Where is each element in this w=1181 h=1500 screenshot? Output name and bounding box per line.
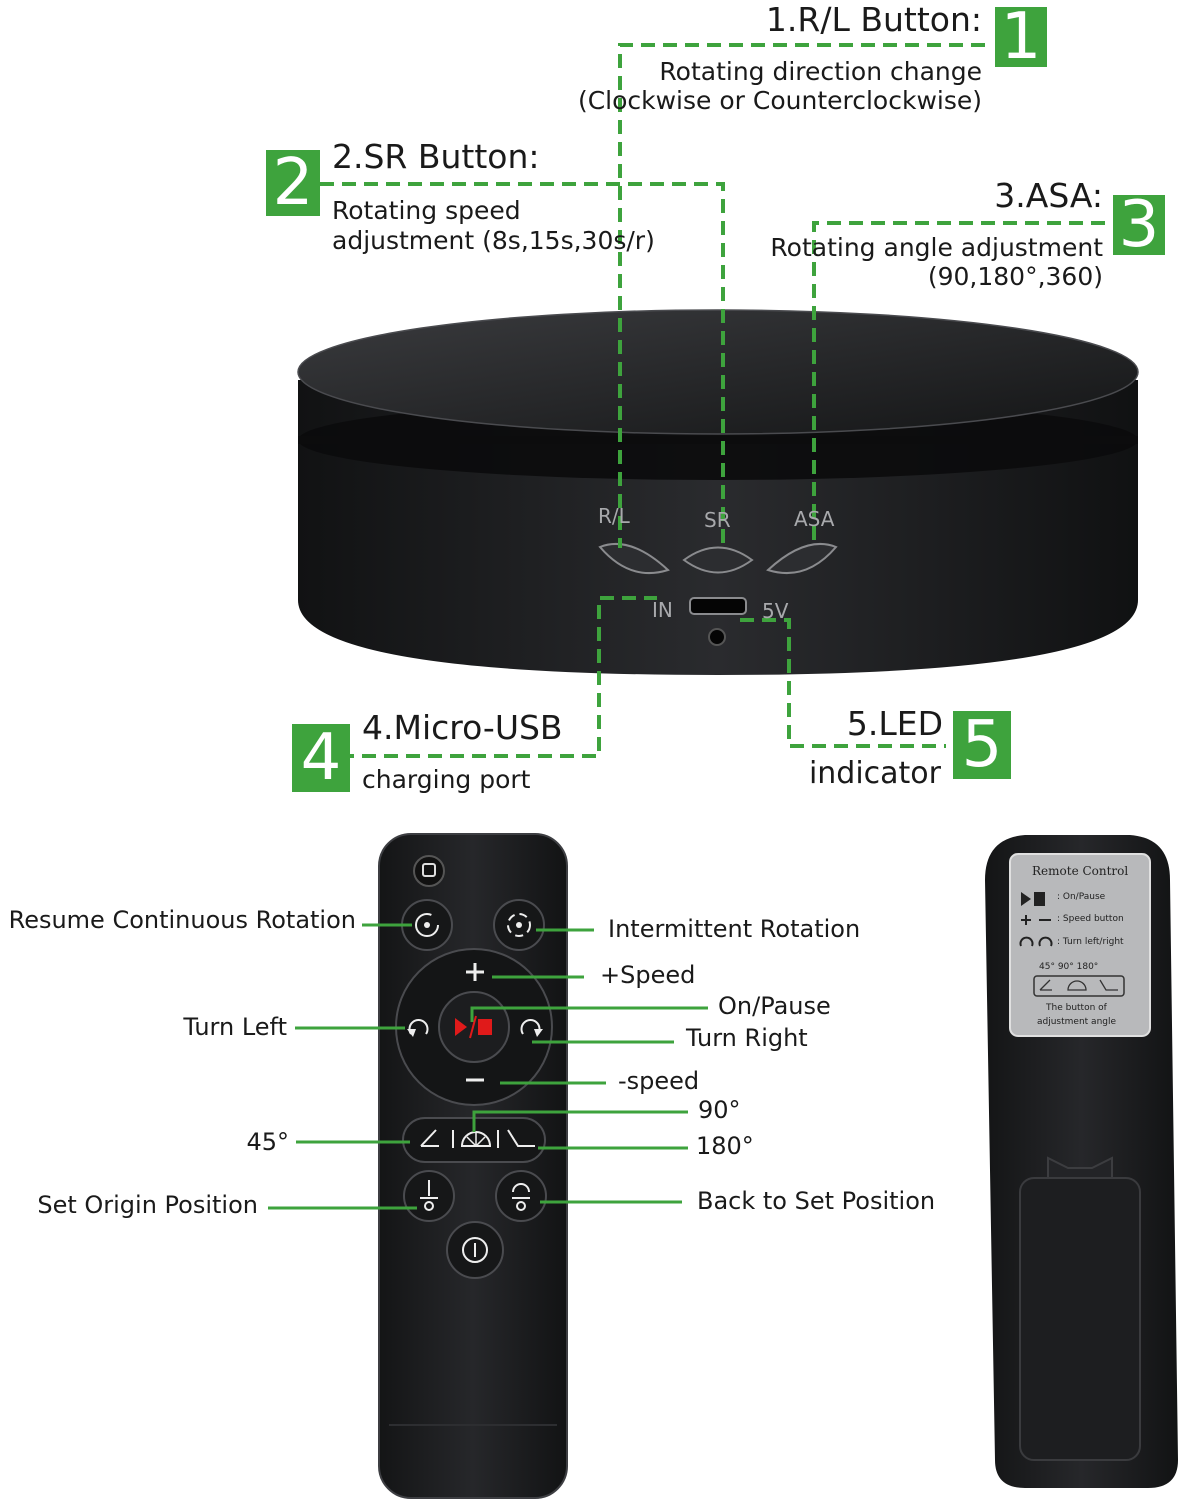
callout-3-title: 3.ASA:	[994, 176, 1103, 215]
turntable	[297, 309, 1139, 675]
turn-left-label: Turn Left	[183, 1013, 287, 1041]
rl-button-label: R/L	[598, 504, 630, 528]
remote-back-note-2: adjustment angle	[1037, 1017, 1117, 1027]
deg180-label: 180°	[696, 1132, 754, 1160]
speed-up-label: +Speed	[600, 961, 696, 989]
speed-down-label: -speed	[618, 1067, 700, 1095]
callout-number-5: 5	[953, 711, 1011, 779]
callout-1-desc: Rotating direction change	[659, 57, 982, 86]
set-origin-label: Set Origin Position	[37, 1191, 258, 1219]
usb-port	[689, 597, 747, 615]
turn-right-label: Turn Right	[686, 1024, 808, 1052]
deg45-label: 45°	[246, 1128, 289, 1156]
callout-5-desc: indicator	[808, 756, 941, 791]
callout-number-4: 4	[292, 724, 350, 792]
callout-2-desc: Rotating speed	[332, 196, 521, 225]
deg90-label: 90°	[698, 1096, 741, 1124]
remote-back-note-1: The button of	[1046, 1003, 1107, 1013]
back-to-set-button	[495, 1170, 547, 1222]
remote-back-row-2: : Speed button	[1057, 914, 1124, 924]
on-pause-label: On/Pause	[718, 992, 831, 1020]
remote-back-row-3: : Turn left/right	[1057, 937, 1124, 947]
sr-button-label: SR	[704, 508, 731, 532]
remote-back	[985, 835, 1178, 1488]
resume-rotation-label: Resume Continuous Rotation	[8, 906, 356, 934]
remote-back-angles: 45° 90° 180°	[1039, 962, 1099, 972]
back-to-set-label: Back to Set Position	[697, 1187, 936, 1215]
battery-cover	[1019, 1177, 1141, 1461]
callout-2-title: 2.SR Button:	[332, 137, 540, 176]
asa-button	[766, 542, 838, 574]
callout-3-desc-2: (90,180°,360)	[927, 262, 1103, 291]
callout-3-desc: Rotating angle adjustment	[770, 233, 1103, 262]
callout-number-2: 2	[266, 150, 320, 216]
sr-button	[682, 546, 754, 574]
callout-1-desc-2: (Clockwise or Counterclockwise)	[577, 86, 982, 115]
port-in-label: IN	[652, 598, 673, 622]
callout-5-title: 5.LED	[846, 704, 943, 743]
sd-button	[413, 855, 445, 887]
remote-back-title: Remote Control	[1032, 864, 1129, 878]
remote-back-row-1: : On/Pause	[1057, 892, 1106, 902]
callout-number-3: 3	[1113, 193, 1165, 257]
callout-number-1: 1	[995, 5, 1047, 69]
port-5v-label: 5V	[762, 599, 789, 623]
remote-leader-lines	[268, 923, 708, 1210]
remote-front	[378, 833, 568, 1499]
callout-1-title: 1.R/L Button:	[765, 0, 982, 39]
callout-2-desc-2: adjustment (8s,15s,30s/r)	[332, 226, 655, 255]
leader-lines	[320, 43, 1105, 758]
intermittent-rotation-label: Intermittent Rotation	[608, 915, 861, 943]
asa-button-label: ASA	[794, 507, 835, 531]
callout-4-title: 4.Micro-USB	[362, 708, 563, 747]
led-indicator	[708, 628, 726, 646]
callout-4-desc: charging port	[362, 765, 531, 794]
